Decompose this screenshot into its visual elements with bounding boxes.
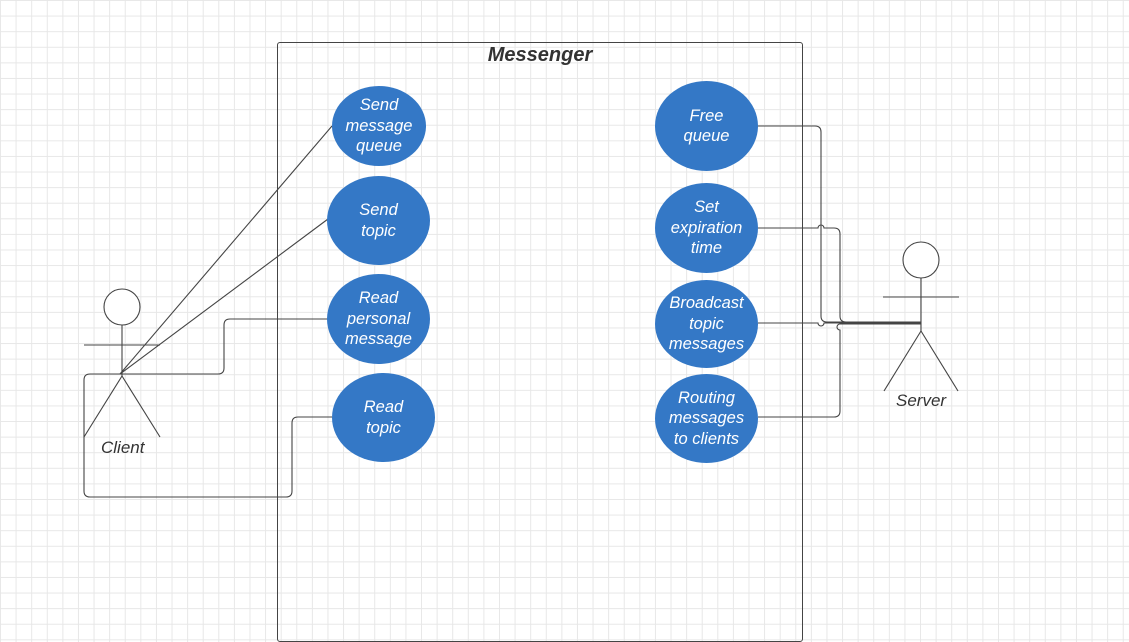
diagram-connectors [83, 125, 959, 498]
association-send-message-queue [119, 125, 333, 375]
use-case-label: Broadcast topic messages [668, 294, 745, 354]
use-case-label: Routing messages to clients [668, 388, 745, 448]
association-read-topic [83, 373, 332, 498]
use-case-label: Set expiration time [670, 198, 743, 258]
association-broadcast-topic-messages [758, 322, 921, 327]
association-read-personal-message [120, 318, 328, 375]
system-title: Messenger [487, 44, 593, 66]
association-send-topic [119, 218, 329, 375]
use-case-label: Read personal message [345, 289, 412, 349]
use-case-set-expiration-time[interactable]: Set expiration time [655, 183, 758, 273]
use-case-label: Send message queue [345, 96, 413, 156]
association-routing-messages [758, 323, 921, 418]
use-case-read-personal-message[interactable]: Read personal message [327, 274, 430, 364]
use-case-routing-messages-to-clients[interactable]: Routing messages to clients [655, 374, 758, 463]
use-case-send-topic[interactable]: Send topic [327, 176, 430, 265]
association-free-queue [758, 125, 921, 323]
association-set-expiration-time [758, 224, 921, 323]
use-case-label: Read topic [363, 398, 404, 437]
use-case-send-message-queue[interactable]: Send message queue [332, 86, 426, 166]
use-case-free-queue[interactable]: Free queue [655, 81, 758, 171]
client-actor-label: Client [101, 438, 145, 457]
server-actor-figure[interactable] [883, 241, 959, 392]
use-case-broadcast-topic-messages[interactable]: Broadcast topic messages [655, 280, 758, 368]
use-case-label: Free queue [683, 106, 730, 146]
use-case-read-topic[interactable]: Read topic [332, 373, 435, 462]
use-case-label: Send topic [359, 201, 398, 240]
client-actor-figure[interactable] [83, 288, 161, 438]
server-actor-label: Server [896, 391, 947, 410]
